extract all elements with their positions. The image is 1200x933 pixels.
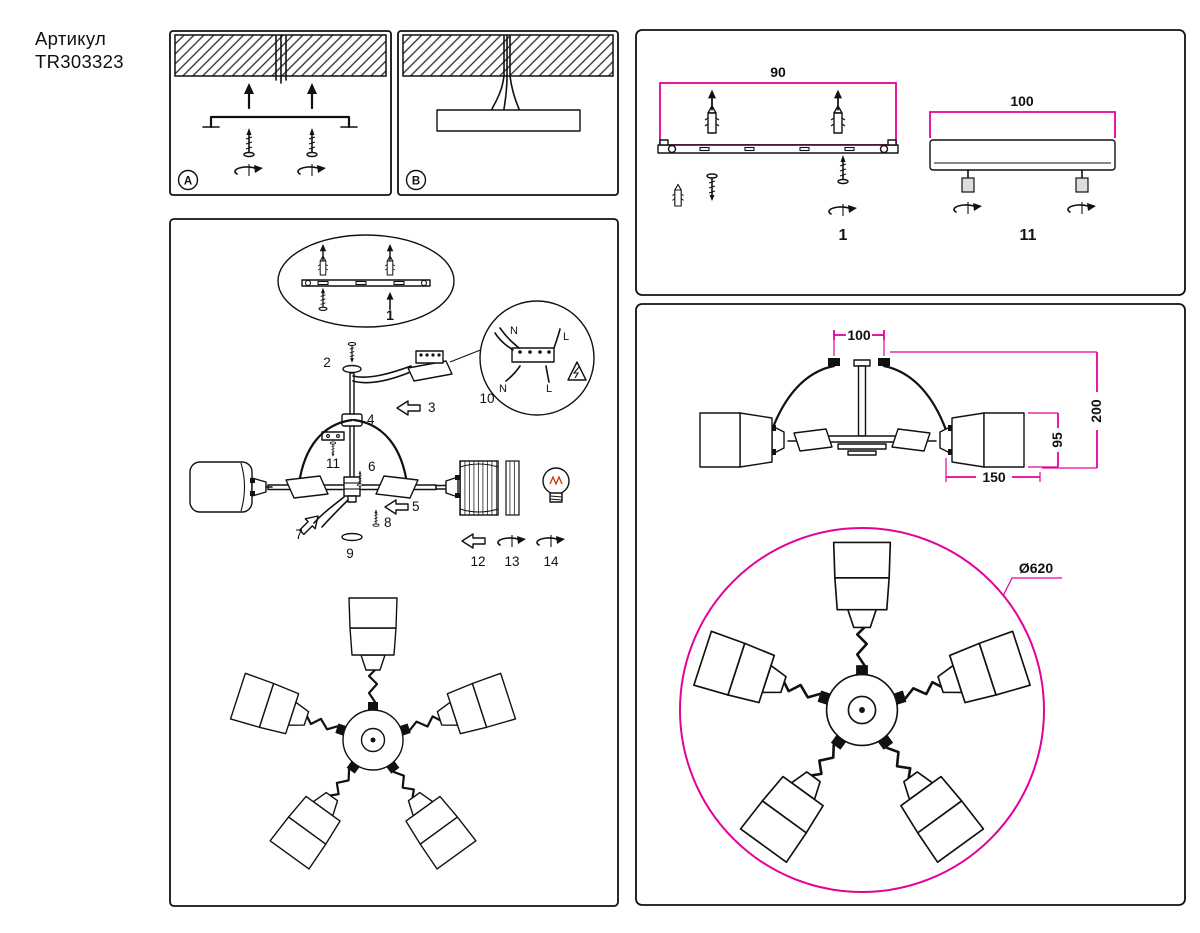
right-shade bbox=[445, 460, 520, 516]
wire-label-l: L bbox=[563, 331, 569, 343]
mounting-bracket bbox=[202, 115, 358, 129]
exploded-view: 2 bbox=[189, 300, 595, 569]
inset-oval: 1 bbox=[277, 234, 455, 328]
wiring-detail-circle: N L N L bbox=[479, 300, 595, 416]
part-11-label: 11 bbox=[1020, 227, 1037, 244]
panel-b-badge: B bbox=[405, 169, 427, 191]
panel-a-label: A bbox=[184, 176, 192, 188]
hub-wires bbox=[313, 496, 349, 528]
mounting-bar-drawing: 90 1 bbox=[657, 64, 899, 244]
step-label-6: 6 bbox=[368, 459, 376, 474]
step-label-11: 11 bbox=[326, 456, 340, 471]
step-label-8: 8 bbox=[384, 515, 392, 530]
diameter-view: Ø620 bbox=[679, 527, 1062, 893]
arm-left bbox=[297, 418, 354, 486]
deco-plate bbox=[891, 428, 931, 452]
dim-150: 150 bbox=[945, 458, 1041, 485]
step-label-1: 1 bbox=[386, 307, 394, 323]
cable-grip bbox=[1067, 169, 1097, 215]
dimensions-panel: 100 200 bbox=[635, 303, 1186, 906]
step-label-4: 4 bbox=[367, 412, 375, 427]
cable-grip bbox=[953, 169, 983, 215]
dim-95: 95 bbox=[1028, 412, 1065, 468]
hub-stack bbox=[343, 476, 361, 503]
step-label-10: 10 bbox=[479, 391, 494, 406]
part-1-label: 1 bbox=[839, 227, 848, 244]
ring-washer bbox=[342, 364, 362, 374]
left-shade bbox=[189, 461, 273, 513]
deco-plate bbox=[793, 428, 833, 452]
diameter-label: Ø620 bbox=[1019, 560, 1053, 576]
deco-plate bbox=[375, 475, 419, 499]
panel-a-badge: A bbox=[177, 169, 199, 191]
warning-triangle-icon bbox=[567, 361, 587, 381]
step-label-9: 9 bbox=[346, 546, 354, 561]
main-assembly-panel: 1 2 bbox=[169, 218, 619, 907]
side-view: 100 200 bbox=[699, 327, 1104, 485]
canopy-drawing: 100 11 bbox=[929, 93, 1116, 244]
article-number: TR303323 bbox=[35, 51, 124, 72]
ring-washer bbox=[341, 532, 363, 542]
panel-a: A bbox=[169, 30, 392, 196]
step-label-13: 13 bbox=[504, 554, 519, 569]
supply-wires bbox=[352, 365, 414, 384]
dim-100-label: 100 bbox=[847, 327, 871, 343]
dim-150-label: 150 bbox=[982, 469, 1006, 485]
dim-90-label: 90 bbox=[770, 64, 786, 80]
deco-plate bbox=[285, 475, 329, 499]
panel-b: B bbox=[397, 30, 619, 196]
canopy-plate bbox=[929, 139, 1116, 171]
right-shade bbox=[939, 412, 1025, 468]
wire-label-n: N bbox=[499, 383, 507, 395]
dim-95-label: 95 bbox=[1049, 432, 1065, 448]
glass-panel bbox=[505, 460, 520, 516]
step-label-7: 7 bbox=[295, 527, 303, 542]
bar-clip bbox=[321, 431, 345, 458]
diameter-leader bbox=[1002, 577, 1062, 597]
canopy-dim-label: 100 bbox=[1010, 93, 1034, 109]
diameter-circle bbox=[679, 527, 1045, 893]
left-shade bbox=[699, 412, 785, 468]
dim-200: 200 bbox=[890, 351, 1104, 469]
terminal-block bbox=[407, 350, 453, 382]
ceiling-hatch bbox=[402, 34, 614, 77]
detail-leader bbox=[449, 348, 484, 363]
dim-200-label: 200 bbox=[1088, 399, 1104, 423]
center-rod bbox=[349, 372, 355, 488]
ceiling-wires bbox=[275, 35, 287, 84]
canopy-plate bbox=[436, 109, 581, 132]
article-block: Артикул TR303323 bbox=[35, 28, 124, 72]
mounting-bar bbox=[657, 144, 899, 154]
ceiling-wires bbox=[491, 35, 520, 110]
wire-label-n: N bbox=[510, 325, 518, 337]
article-label: Артикул bbox=[35, 28, 106, 49]
arm-right bbox=[352, 418, 409, 486]
wire-label-l: L bbox=[546, 383, 552, 395]
bulb bbox=[542, 467, 570, 503]
dim-100-line bbox=[929, 111, 1116, 138]
step-label-14: 14 bbox=[543, 554, 559, 569]
step-label-12: 12 bbox=[470, 554, 485, 569]
bracket-dimension-panel: 90 1 100 bbox=[635, 29, 1186, 296]
step-label-5: 5 bbox=[412, 499, 420, 514]
panel-b-label: B bbox=[412, 176, 420, 188]
step-label-2: 2 bbox=[323, 355, 331, 370]
step-label-3: 3 bbox=[428, 400, 436, 415]
